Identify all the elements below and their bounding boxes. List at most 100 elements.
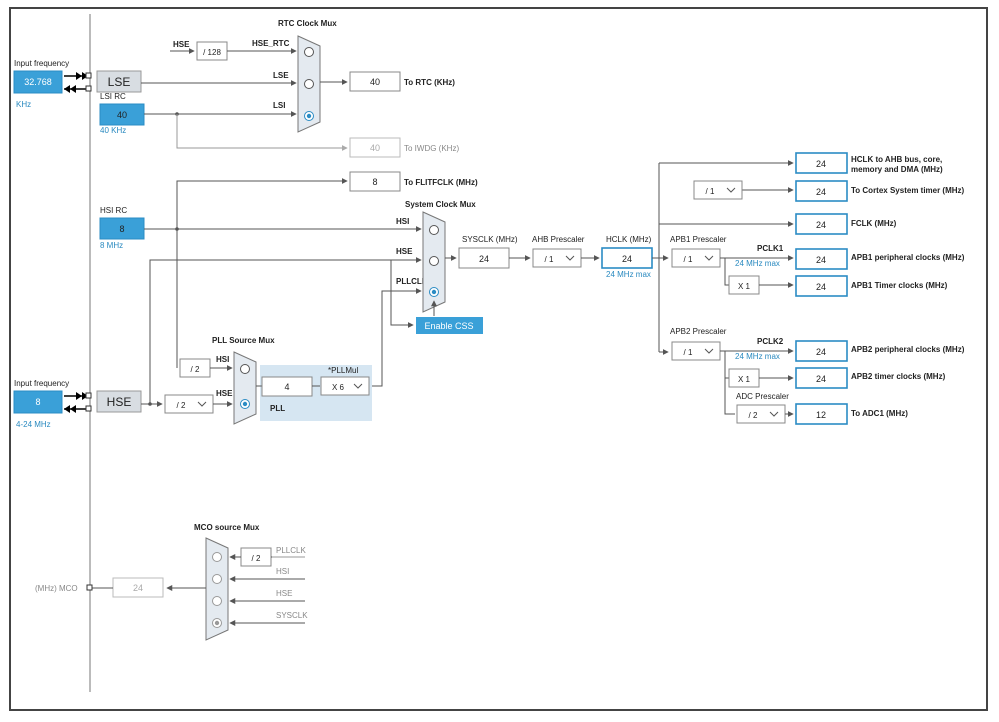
mco-sysclk-label: SYSCLK xyxy=(276,611,308,620)
adc-prescaler-select[interactable] xyxy=(736,404,786,424)
adc-prescaler-value: / 2 xyxy=(749,411,758,420)
hsi-unit: 8 MHz xyxy=(100,241,123,250)
apb1-timer-label: APB1 Timer clocks (MHz) xyxy=(851,281,948,290)
rtc-output-field[interactable] xyxy=(349,71,401,92)
cortex-div-value: / 1 xyxy=(706,187,715,196)
lse-double-arrow-back-icon xyxy=(64,85,76,93)
apb1-prescaler-value: / 1 xyxy=(684,255,693,264)
flitf-output-label: To FLITFCLK (MHz) xyxy=(404,178,478,187)
hclk-ahb-field[interactable] xyxy=(795,152,848,174)
mco-radio-hse[interactable] xyxy=(212,596,222,606)
pll-value: 4 xyxy=(284,382,289,392)
ahb-prescaler-select[interactable] xyxy=(532,248,582,268)
chevron-down-icon xyxy=(704,255,714,261)
hse-prediv-select[interactable] xyxy=(164,394,214,414)
rtc-hse-rtc-label: HSE_RTC xyxy=(252,39,290,48)
lse-input-frequency-label: Input frequency xyxy=(14,59,69,68)
adc-output-field[interactable] xyxy=(795,403,848,425)
adc-prescaler-label: ADC Prescaler xyxy=(736,392,789,401)
hse-input-frequency-label: Input frequency xyxy=(14,379,69,388)
mco-radio-sysclk-dot xyxy=(214,620,220,626)
cortex-timer-value: 24 xyxy=(816,187,826,197)
apb2-prescaler-label: APB2 Prescaler xyxy=(670,327,727,336)
rtc-mux-title: RTC Clock Mux xyxy=(278,19,337,28)
hse-range: 4-24 MHz xyxy=(16,420,51,429)
hsi-value: 8 xyxy=(119,224,124,234)
lse-port-2 xyxy=(85,85,92,92)
apb2-periph-field[interactable] xyxy=(795,340,848,362)
fclk-label: FCLK (MHz) xyxy=(851,219,897,228)
hclk-ahb-label-1: HCLK to AHB bus, core, xyxy=(851,155,942,164)
hse-input-field[interactable] xyxy=(13,390,63,414)
mco-radio-pllclk[interactable] xyxy=(212,552,222,562)
system-clock-mux-title: System Clock Mux xyxy=(405,200,476,209)
sys-mux-radio-pllclk-dot xyxy=(431,289,437,295)
lse-unit: KHz xyxy=(16,100,31,109)
apb2-prescaler-select[interactable] xyxy=(671,341,721,361)
apb1-timer-field[interactable] xyxy=(795,275,848,297)
mco-hse-label: HSE xyxy=(276,589,292,598)
pllmul-value: X 6 xyxy=(332,383,345,392)
mco-output-label: (MHz) MCO xyxy=(35,584,78,593)
fclk-field[interactable] xyxy=(795,213,848,235)
hse-block[interactable] xyxy=(96,390,142,413)
mco-radio-hsi[interactable] xyxy=(212,574,222,584)
iwdg-output-label: To IWDG (KHz) xyxy=(404,144,459,153)
chevron-down-icon xyxy=(197,401,207,407)
apb2-prescaler-value: / 1 xyxy=(684,348,693,357)
hse-input-value: 8 xyxy=(35,397,40,407)
hse-double-arrow-back-icon xyxy=(64,405,76,413)
apb1-periph-field[interactable] xyxy=(795,248,848,270)
apb1-timer-value: 24 xyxy=(816,282,826,292)
pclk1-max: 24 MHz max xyxy=(735,259,780,268)
chevron-down-icon xyxy=(565,255,575,261)
rtc-mux-radio-lsi-dot xyxy=(306,113,312,119)
rtc-output-label: To RTC (KHz) xyxy=(404,78,455,87)
sys-mux-radio-hsi[interactable] xyxy=(429,225,439,235)
chevron-down-icon xyxy=(726,187,736,193)
cortex-timer-field[interactable] xyxy=(795,180,848,202)
fclk-value: 24 xyxy=(816,220,826,230)
lse-input-field[interactable] xyxy=(13,70,63,94)
pllmul-label: *PLLMul xyxy=(328,366,358,375)
mco-source-mux xyxy=(205,537,229,641)
mco-hsi-label: HSI xyxy=(276,567,289,576)
mco-div2: / 2 xyxy=(252,554,261,563)
chevron-down-icon xyxy=(769,411,779,417)
apb2-periph-label: APB2 peripheral clocks (MHz) xyxy=(851,345,965,354)
hclk-label: HCLK (MHz) xyxy=(606,235,652,244)
hclk-max: 24 MHz max xyxy=(606,270,651,279)
lse-block[interactable] xyxy=(96,70,142,93)
apb2-timer-field[interactable] xyxy=(795,367,848,389)
apb1-prescaler-select[interactable] xyxy=(671,248,721,268)
rtc-mux-radio-lse[interactable] xyxy=(304,79,314,89)
ahb-prescaler-value: / 1 xyxy=(545,255,554,264)
sys-mux-hse-label: HSE xyxy=(396,247,413,256)
mco-output-value: 24 xyxy=(133,583,143,593)
enable-css-button[interactable] xyxy=(416,317,483,334)
adc-output-value: 12 xyxy=(816,410,826,420)
pll-mux-radio-hsi[interactable] xyxy=(240,364,250,374)
lsi-title: LSI RC xyxy=(100,92,126,101)
sys-mux-radio-hse[interactable] xyxy=(429,256,439,266)
apb1-periph-value: 24 xyxy=(816,255,826,265)
flitf-output-field[interactable] xyxy=(349,171,401,192)
apb2-timer-label: APB2 timer clocks (MHz) xyxy=(851,372,946,381)
cortex-div-select[interactable] xyxy=(693,180,743,200)
pll-mux-radio-hse-dot xyxy=(242,401,248,407)
sysclk-label: SYSCLK (MHz) xyxy=(462,235,518,244)
pclk1-label: PCLK1 xyxy=(757,244,784,253)
rtc-lsi-label: LSI xyxy=(273,101,285,110)
rtc-hse-label: HSE xyxy=(173,40,190,49)
rtc-mux-radio-hse[interactable] xyxy=(304,47,314,57)
chevron-down-icon xyxy=(353,383,363,389)
pllmul-select[interactable] xyxy=(320,376,370,396)
mco-port xyxy=(86,584,93,591)
sys-mux-pllclk-label: PLLCLK xyxy=(396,277,428,286)
pclk2-max: 24 MHz max xyxy=(735,352,780,361)
apb1-prescaler-label: APB1 Prescaler xyxy=(670,235,727,244)
pclk2-label: PCLK2 xyxy=(757,337,784,346)
iwdg-output-field xyxy=(349,137,401,158)
pll-hse-label: HSE xyxy=(216,389,233,398)
